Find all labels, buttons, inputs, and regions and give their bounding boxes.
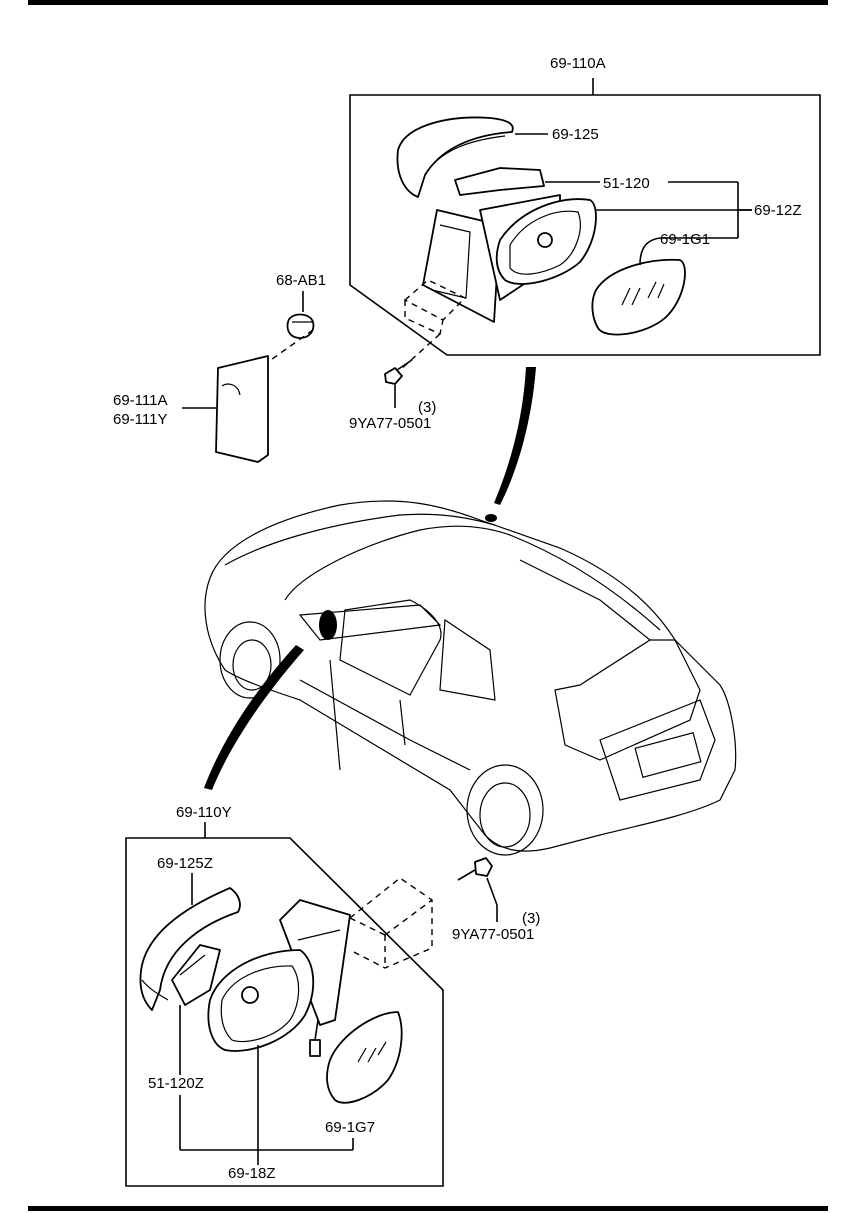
label-69-125: 69-125 [552,126,599,143]
top-border-bar [28,0,828,5]
label-68-AB1: 68-AB1 [276,272,326,289]
label-69-110A: 69-110A [550,55,606,72]
label-bolt-upper-qty: (3) [418,399,436,416]
pointer-arrow-upper [494,367,536,505]
label-69-1G7: 69-1G7 [325,1119,375,1136]
label-69-111A: 69-111A [113,392,168,409]
bolt-lower [457,857,493,881]
label-51-120: 51-120 [603,175,650,192]
label-69-12Z: 69-12Z [754,202,802,219]
label-bolt-lower-qty: (3) [522,910,540,927]
right-mirror-box [349,78,821,371]
clip-part [286,313,315,339]
label-69-111Y: 69-111Y [113,411,168,428]
label-9YA77-0501-lower: 9YA77-0501 [452,926,534,943]
label-69-125Z: 69-125Z [157,855,213,872]
actuator-right [454,167,545,196]
mirror-location-mark-left [319,610,337,640]
bottom-border-bar [28,1206,828,1211]
pointer-arrow-lower [204,645,304,790]
mirror-cover-right [396,116,514,198]
mirror-base-left [279,899,351,1057]
mirror-cover-left [139,887,241,1011]
mirror-holder-left [207,949,315,1052]
mirror-glass-right [591,258,686,336]
label-69-110Y: 69-110Y [176,804,232,821]
bolt-upper [384,359,413,385]
mirror-location-mark-right [485,514,497,522]
label-69-18Z: 69-18Z [228,1165,276,1182]
label-51-120Z: 51-120Z [148,1075,204,1092]
garnish-part [215,355,269,463]
actuator-left [171,944,221,1006]
left-mirror-box [125,837,444,1187]
label-69-1G1: 69-1G1 [660,231,710,248]
mirror-glass-left [326,1011,403,1104]
vehicle-illustration [204,500,737,856]
label-9YA77-0501-upper: 9YA77-0501 [349,415,431,432]
